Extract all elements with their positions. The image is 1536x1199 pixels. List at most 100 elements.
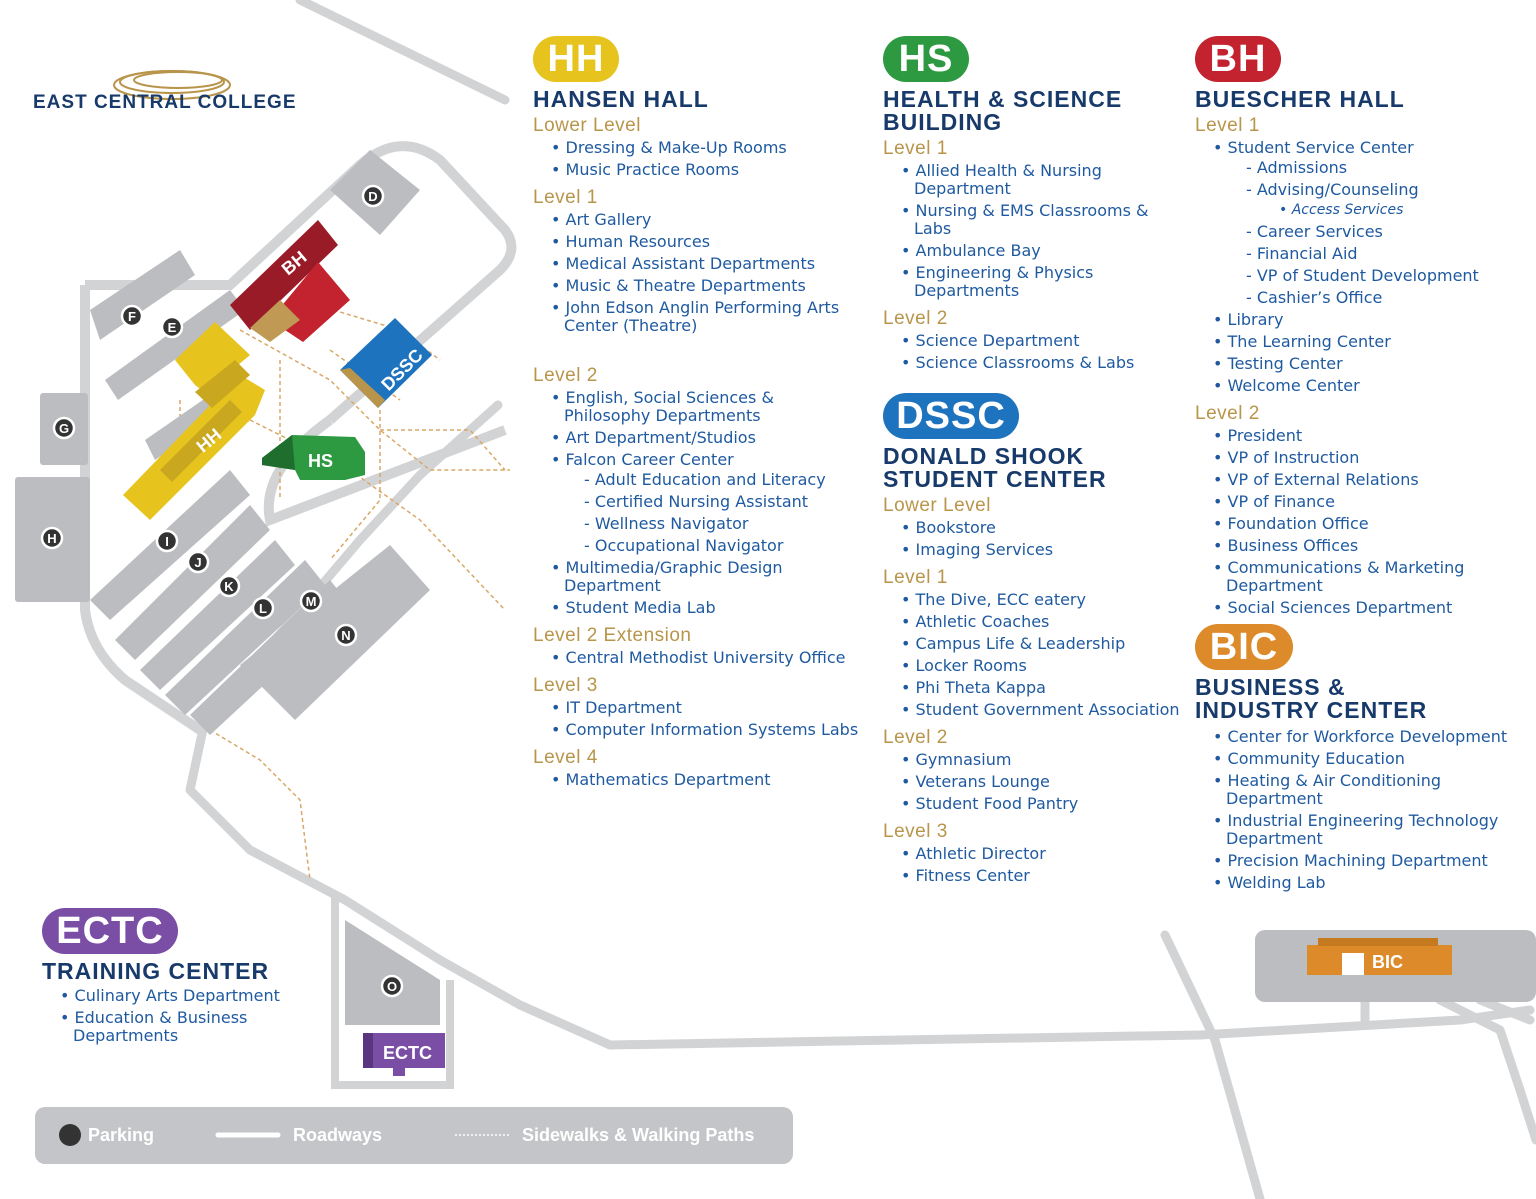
directory-item: Mathematics Department: [551, 771, 863, 789]
directory-item-text: Campus Life & Leadership: [915, 634, 1126, 653]
directory-item-text: Ambulance Bay: [915, 241, 1041, 260]
directory-item-text: Student Service Center: [1227, 138, 1414, 157]
dssc-badge: DSSC: [883, 393, 1019, 439]
level-block: Center for Workforce DevelopmentCommunit…: [1195, 728, 1525, 892]
parking-marker-n[interactable]: N: [334, 623, 358, 647]
parking-letter: D: [368, 189, 377, 204]
ectc-building[interactable]: ECTC: [363, 1033, 445, 1076]
directory-item: Admissions: [1246, 159, 1515, 177]
legend-sidewalks: Sidewalks & Walking Paths: [522, 1125, 754, 1145]
parking-marker-l[interactable]: L: [251, 596, 275, 620]
parking-marker-k[interactable]: K: [217, 574, 241, 598]
directory-item-text: Financial Aid: [1256, 244, 1358, 263]
sub-list: Access Services: [1259, 201, 1515, 219]
directory-item: VP of External Relations: [1213, 471, 1515, 489]
directory-item: Welcome Center: [1213, 377, 1515, 395]
directory-item: Bookstore: [901, 519, 1183, 537]
directory-item: Communications & Marketing Department: [1213, 559, 1515, 595]
directory-item: Precision Machining Department: [1213, 852, 1525, 870]
directory-item-text: Medical Assistant Departments: [565, 254, 816, 273]
logo-swoosh-icon: [113, 70, 231, 100]
directory-item-text: Certified Nursing Assistant: [594, 492, 809, 511]
directory-item-text: Phi Theta Kappa: [915, 678, 1046, 697]
directory-item-text: VP of External Relations: [1227, 470, 1419, 489]
parking-marker-e[interactable]: E: [160, 315, 184, 339]
bic-building[interactable]: BIC: [1307, 938, 1452, 975]
parking-icon: [160, 315, 184, 339]
level-heading: Level 3: [533, 675, 598, 696]
ectc-badge: ECTC: [42, 908, 178, 954]
directory-item: Art Gallery: [551, 211, 863, 229]
directory-item-text: VP of Instruction: [1227, 448, 1360, 467]
directory-item-text: Testing Center: [1227, 354, 1343, 373]
item-list: Science DepartmentScience Classrooms & L…: [883, 332, 1183, 372]
directory-item-text: Occupational Navigator: [594, 536, 784, 555]
level-heading: Level 2: [1195, 403, 1260, 424]
directory-item: Library: [1213, 311, 1515, 329]
directory-item-text: Welding Lab: [1227, 873, 1326, 892]
directory-item: Wellness Navigator: [584, 515, 863, 533]
parking-marker-d[interactable]: D: [361, 184, 385, 208]
directory-item-text: Admissions: [1256, 158, 1348, 177]
bic-badge: BIC: [1195, 624, 1293, 670]
bic-map-label: BIC: [1372, 952, 1403, 972]
directory-item: Medical Assistant Departments: [551, 255, 863, 273]
directory-item-text: Student Government Association: [915, 700, 1180, 719]
directory-item: John Edson Anglin Performing Arts Center…: [551, 299, 863, 335]
directory-item: Science Classrooms & Labs: [901, 354, 1183, 372]
directory-item-text: IT Department: [565, 698, 682, 717]
directory-item: English, Social Sciences & Philosophy De…: [551, 389, 863, 425]
directory-item-text: Career Services: [1256, 222, 1383, 241]
parking-marker-h[interactable]: H: [40, 526, 64, 550]
directory-item: Student Media Lab: [551, 599, 863, 617]
directory-item: Social Sciences Department: [1213, 599, 1515, 617]
directory-item: President: [1213, 427, 1515, 445]
directory-item-text: Precision Machining Department: [1227, 851, 1488, 870]
parking-marker-j[interactable]: J: [186, 550, 210, 574]
directory-item-text: Music & Theatre Departments: [565, 276, 806, 295]
directory-item-text: President: [1227, 426, 1303, 445]
parking-marker-g[interactable]: G: [52, 416, 76, 440]
directory-item-text: Allied Health & Nursing Department: [914, 161, 1102, 198]
directory-item: Student Service CenterAdmissionsAdvising…: [1213, 139, 1515, 307]
parking-marker-i[interactable]: I: [155, 529, 179, 553]
directory-item-text: Foundation Office: [1227, 514, 1369, 533]
level-block: Lower LevelDressing & Make-Up RoomsMusic…: [533, 115, 863, 179]
directory-item-text: Science Department: [915, 331, 1080, 350]
directory-item-text: Nursing & EMS Classrooms & Labs: [914, 201, 1149, 238]
parking-letter: O: [387, 979, 397, 994]
directory-item-text: Access Services: [1291, 202, 1404, 218]
parking-letter: F: [128, 309, 136, 324]
level-heading: Lower Level: [883, 495, 991, 516]
parking-marker-o[interactable]: O: [380, 974, 404, 998]
item-list: Student Service CenterAdmissionsAdvising…: [1195, 139, 1515, 395]
directory-item-text: Computer Information Systems Labs: [565, 720, 859, 739]
parking-icon: [217, 574, 241, 598]
parking-icon: [120, 304, 144, 328]
directory-item-text: Advising/Counseling: [1256, 180, 1419, 199]
hs-building[interactable]: HS: [262, 435, 365, 480]
bic-title: BUSINESS & INDUSTRY CENTER: [1195, 674, 1428, 723]
level-heading: Level 1: [1195, 115, 1260, 136]
level-block: Level 2Science DepartmentScience Classro…: [883, 308, 1183, 372]
parking-marker-m[interactable]: M: [299, 589, 323, 613]
directory-item: VP of Student Development: [1246, 267, 1515, 285]
bh-building[interactable]: BH: [230, 220, 350, 342]
directory-item: Gymnasium: [901, 751, 1183, 769]
directory-item-text: Adult Education and Literacy: [594, 470, 826, 489]
directory-item-text: Culinary Arts Department: [74, 986, 280, 1005]
directory-item: Human Resources: [551, 233, 863, 251]
directory-item: Career Services: [1246, 223, 1515, 241]
directory-item: Phi Theta Kappa: [901, 679, 1183, 697]
hh-badge: HH: [533, 36, 619, 82]
map-legend: Parking Roadways Sidewalks & Walking Pat…: [35, 1107, 793, 1164]
directory-item-text: VP of Finance: [1227, 492, 1335, 511]
directory-item: Welding Lab: [1213, 874, 1525, 892]
level-heading: Level 4: [533, 747, 598, 768]
directory-item: Testing Center: [1213, 355, 1515, 373]
item-list: The Dive, ECC eateryAthletic CoachesCamp…: [883, 591, 1183, 719]
directory-item: Industrial Engineering Technology Depart…: [1213, 812, 1525, 848]
parking-marker-f[interactable]: F: [120, 304, 144, 328]
directory-item: Community Education: [1213, 750, 1525, 768]
